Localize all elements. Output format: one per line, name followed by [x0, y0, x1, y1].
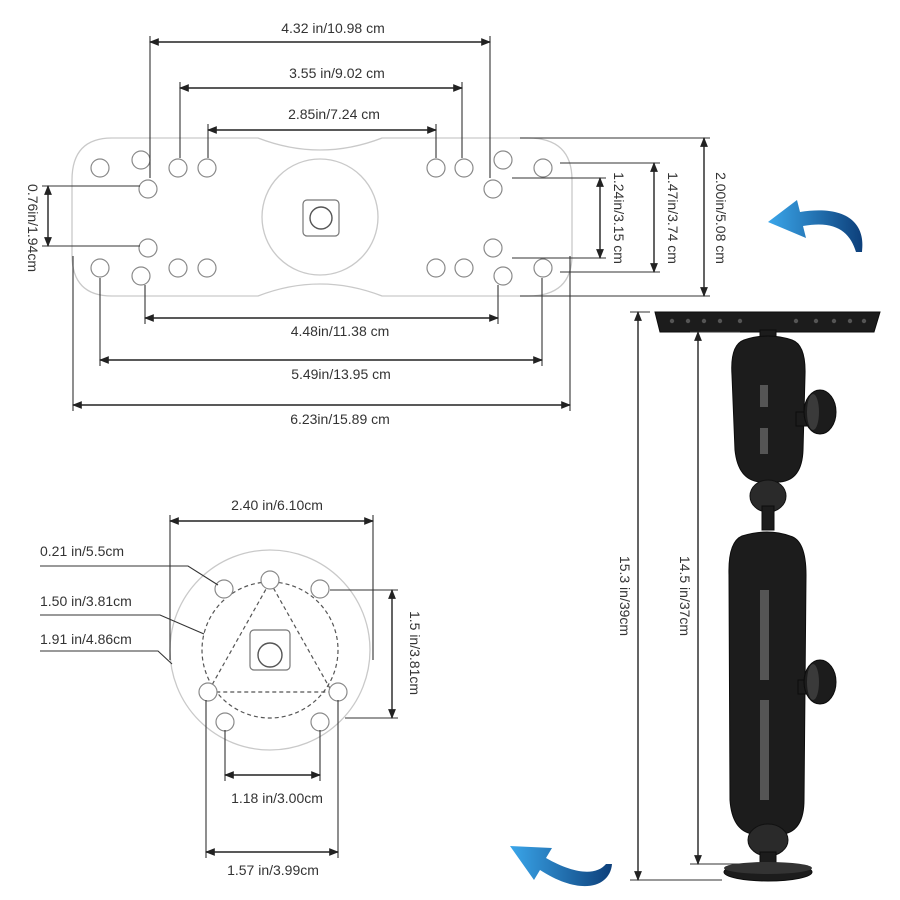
base-width-inner-label: 1.18 in/3.00cm: [231, 790, 323, 806]
base-hole: [328, 682, 348, 702]
mount-upper-arm: [731, 335, 806, 483]
base-label-1: 0.21 in/5.5cm: [40, 543, 124, 559]
plate-width-4-label: 4.48in/11.38 cm: [291, 323, 390, 339]
base-hole: [310, 712, 330, 732]
base-width-outer-label: 1.57 in/3.99cm: [227, 862, 319, 878]
plate-hole: [131, 150, 151, 170]
base-hole: [215, 712, 235, 732]
plate-hole: [90, 258, 110, 278]
plate-hole: [533, 158, 553, 178]
plate-hole: [197, 258, 217, 278]
plate-width-5-label: 5.49in/13.95 cm: [291, 366, 391, 382]
plate-height-2-label: 1.47in/3.74 cm: [665, 172, 681, 264]
plate-holes: [90, 150, 553, 286]
plate-hole: [168, 258, 188, 278]
plate-hole: [197, 158, 217, 178]
curved-arrow-icon: [768, 200, 863, 252]
mount-arm-height-label: 14.5 in/37cm: [677, 556, 693, 636]
plate-hole: [454, 258, 474, 278]
plate-hole: [426, 158, 446, 178]
round-base-drawing: 2.40 in/6.10cm 0.21 in/5.5cm 1.50 in/3.8…: [40, 497, 423, 878]
plate-width-3-label: 2.85in/7.24 cm: [288, 106, 380, 122]
plate-height-1-label: 1.24in/3.15 cm: [611, 172, 627, 264]
plate-width-dims-top: 4.32 in/10.98 cm 3.55 in/9.02 cm 2.85in/…: [149, 20, 491, 178]
base-hole: [214, 579, 234, 599]
plate-height-dims-right: 1.24in/3.15 cm 1.47in/3.74 cm 2.00in/5.0…: [512, 137, 729, 297]
plate-width-dims-bottom: 4.48in/11.38 cm 5.49in/13.95 cm 6.23in/1…: [72, 256, 571, 427]
plate-hole: [493, 150, 513, 170]
mounting-plate-drawing: 4.32 in/10.98 cm 3.55 in/9.02 cm 2.85in/…: [25, 20, 729, 427]
plate-hole: [138, 179, 158, 199]
base-dashed-circle: [201, 581, 339, 719]
plate-center-bolt-icon: [309, 206, 333, 230]
plate-height-dim-left: 0.76in/1.94cm: [25, 184, 140, 272]
base-dashed-triangle: [206, 580, 334, 693]
base-hole: [310, 579, 330, 599]
base-center-bolt-icon: [257, 642, 283, 668]
mount-lower-arm: [728, 531, 807, 835]
plate-hole: [483, 179, 503, 199]
base-width-top-label: 2.40 in/6.10cm: [231, 497, 323, 513]
mount-top-plate: [654, 311, 881, 333]
base-hole: [198, 682, 218, 702]
plate-hole: [426, 258, 446, 278]
plate-height-left-label: 0.76in/1.94cm: [25, 184, 41, 272]
plate-hole: [131, 266, 151, 286]
plate-height-3-label: 2.00in/5.08 cm: [713, 172, 729, 264]
mount-total-height-label: 15.3 in/39cm: [617, 556, 633, 636]
plate-hole: [90, 158, 110, 178]
curved-arrow-icon: [510, 846, 612, 887]
plate-hole: [483, 238, 503, 258]
base-label-3: 1.91 in/4.86cm: [40, 631, 132, 647]
plate-width-1-label: 4.32 in/10.98 cm: [281, 20, 385, 36]
base-hole: [260, 570, 280, 590]
mount-assembly-illustration: 15.3 in/39cm 14.5 in/37cm: [617, 311, 881, 882]
plate-width-6-label: 6.23in/15.89 cm: [290, 411, 390, 427]
base-height-right-label: 1.5 in/3.81cm: [407, 611, 423, 695]
plate-hole: [454, 158, 474, 178]
plate-hole: [493, 266, 513, 286]
base-label-2: 1.50 in/3.81cm: [40, 593, 132, 609]
plate-hole: [138, 238, 158, 258]
mount-bottom-ball: [747, 823, 789, 857]
plate-hole: [168, 158, 188, 178]
plate-hole: [533, 258, 553, 278]
plate-width-2-label: 3.55 in/9.02 cm: [289, 65, 385, 81]
